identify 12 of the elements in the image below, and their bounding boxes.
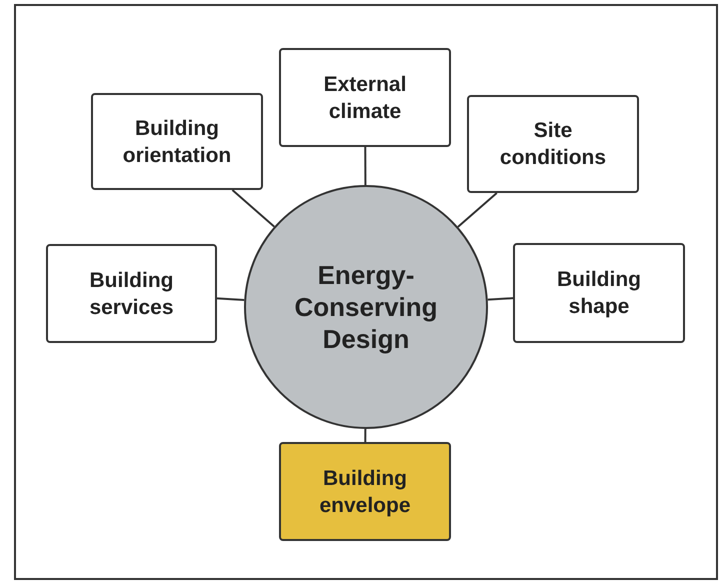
topic-box: Building envelope — [279, 442, 451, 541]
topic-box: Building shape — [513, 243, 685, 343]
topic-box: Building services — [46, 244, 217, 343]
topic-box: External climate — [279, 48, 451, 147]
topic-box: Building orientation — [91, 93, 263, 190]
connector-line — [457, 192, 498, 228]
connector-line — [364, 429, 366, 442]
connector-line — [364, 147, 366, 185]
topic-box: Site conditions — [467, 95, 639, 193]
connector-line — [232, 189, 275, 228]
connector-line — [216, 297, 244, 301]
connector-line — [488, 297, 514, 301]
